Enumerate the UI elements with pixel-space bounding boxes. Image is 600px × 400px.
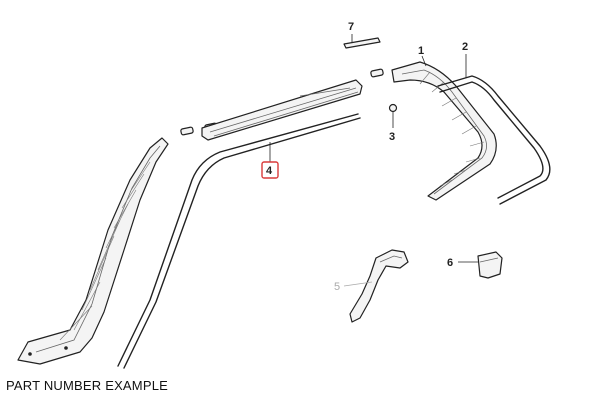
callout-2[interactable]: 2 [462, 41, 468, 53]
roof-rail-seal[interactable] [201, 79, 363, 141]
clip-part-3[interactable] [388, 103, 398, 129]
bracket-part-5[interactable] [343, 249, 409, 323]
door-frame-trim[interactable] [391, 61, 497, 201]
window-channel-seal[interactable] [117, 113, 361, 369]
callout-6[interactable]: 6 [447, 257, 453, 269]
a-pillar-trim[interactable] [17, 137, 169, 365]
caption: PART NUMBER EXAMPLE [6, 378, 169, 393]
leader-1 [421, 55, 427, 67]
callout-1[interactable]: 1 [418, 45, 424, 57]
outer-door-seal[interactable] [437, 54, 551, 205]
callout-3[interactable]: 3 [389, 131, 395, 143]
clip-part-7[interactable] [343, 34, 381, 49]
callout-4-highlight [261, 161, 279, 179]
block-part-6[interactable] [458, 251, 503, 279]
callout-4[interactable]: 4 [266, 165, 273, 177]
callout-7[interactable]: 7 [348, 21, 354, 33]
callout-5[interactable]: 5 [334, 281, 340, 293]
